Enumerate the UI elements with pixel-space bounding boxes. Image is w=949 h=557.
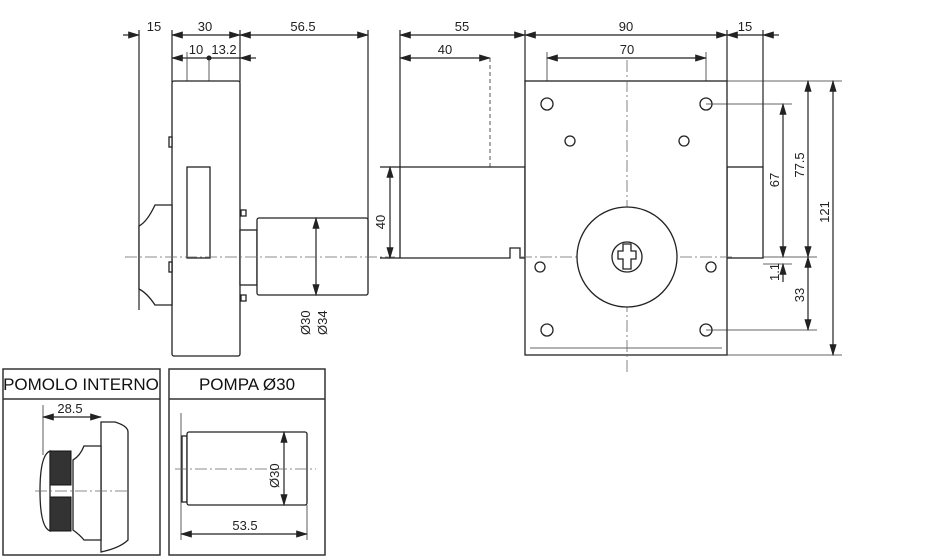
dim-mid-40-side: 40 — [373, 215, 388, 229]
dim-mid-55: 55 — [455, 19, 469, 34]
dim-side-56-5: 56.5 — [290, 19, 315, 34]
dim-pompa-d30: Ø30 — [267, 463, 282, 488]
dim-side-30: 30 — [198, 19, 212, 34]
dim-front-67: 67 — [767, 173, 782, 187]
side-view: 15 30 56.5 10 13.2 Ø30 Ø34 — [123, 19, 395, 357]
dim-side-d34: Ø34 — [315, 310, 330, 335]
dim-side-15: 15 — [147, 19, 161, 34]
panel-pomolo-interno: POMOLO INTERNO 28.5 — [2, 368, 161, 556]
dim-front-121: 121 — [817, 201, 832, 223]
panel-pompa: POMPA Ø30 Ø30 53.5 — [168, 368, 326, 556]
dim-side-13-2: 13.2 — [211, 42, 236, 57]
front-view: 70 90 15 67 77.5 121 1.1 33 — [520, 19, 842, 372]
dim-front-77-5: 77.5 — [792, 152, 807, 177]
dim-side-d30: Ø30 — [298, 310, 313, 335]
panel-title-pompa: POMPA Ø30 — [199, 375, 295, 394]
dim-pompa-53-5: 53.5 — [232, 518, 257, 533]
panel-title-pomolo: POMOLO INTERNO — [3, 375, 159, 394]
dim-front-33: 33 — [792, 288, 807, 302]
dim-side-10: 10 — [189, 42, 203, 57]
middle-view: 55 40 40 — [373, 19, 527, 260]
dim-front-70: 70 — [620, 42, 634, 57]
dim-front-90: 90 — [619, 19, 633, 34]
dim-pomolo-28-5: 28.5 — [57, 401, 82, 416]
dim-front-1-1: 1.1 — [767, 263, 782, 281]
dim-front-15: 15 — [738, 19, 752, 34]
dim-mid-40-top: 40 — [438, 42, 452, 57]
